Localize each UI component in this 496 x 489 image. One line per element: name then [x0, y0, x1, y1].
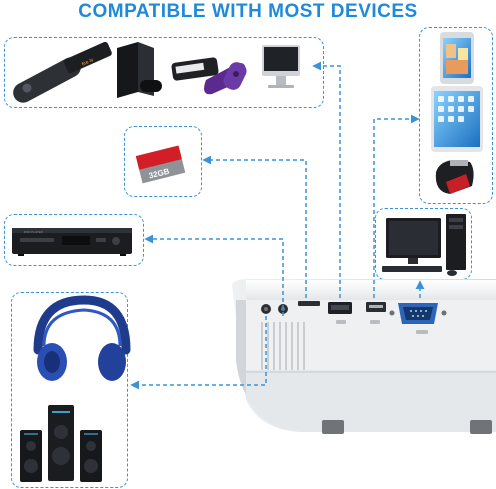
game-console-icon	[117, 42, 162, 98]
dvd-player-label: DVD PLAYER	[24, 230, 44, 234]
desktop-monitor-icon	[262, 45, 300, 88]
svg-text:fire tv: fire tv	[81, 57, 95, 68]
speaker-system-icon	[20, 405, 102, 482]
sd-card-connection-line	[202, 155, 307, 298]
firestick-remote-icon: fire tv	[13, 41, 112, 103]
dvd-player-icon: DVD PLAYER	[12, 228, 132, 256]
page-title: COMPATIBLE WITH MOST DEVICES	[78, 1, 418, 22]
projector-foot-right	[470, 420, 492, 434]
sd-card-slot	[298, 301, 320, 306]
usb-connection-line	[373, 114, 420, 298]
smartphone-icon	[440, 32, 474, 84]
audio-connection-line	[130, 316, 267, 390]
micro-sd-card-icon: 32GB	[135, 145, 186, 184]
av-connection-line	[144, 234, 284, 316]
desktop-computer-icon	[382, 214, 466, 276]
projector-foot-left	[322, 420, 344, 434]
memory-card-box	[124, 126, 202, 197]
tablet-icon	[431, 86, 483, 152]
headphones-icon	[33, 295, 131, 381]
streaming-stick-icon	[171, 57, 247, 95]
projector	[232, 279, 496, 434]
hdmi-connection-line	[312, 61, 341, 298]
connection-lines	[130, 61, 425, 390]
usb-flash-drive-icon	[435, 160, 474, 194]
